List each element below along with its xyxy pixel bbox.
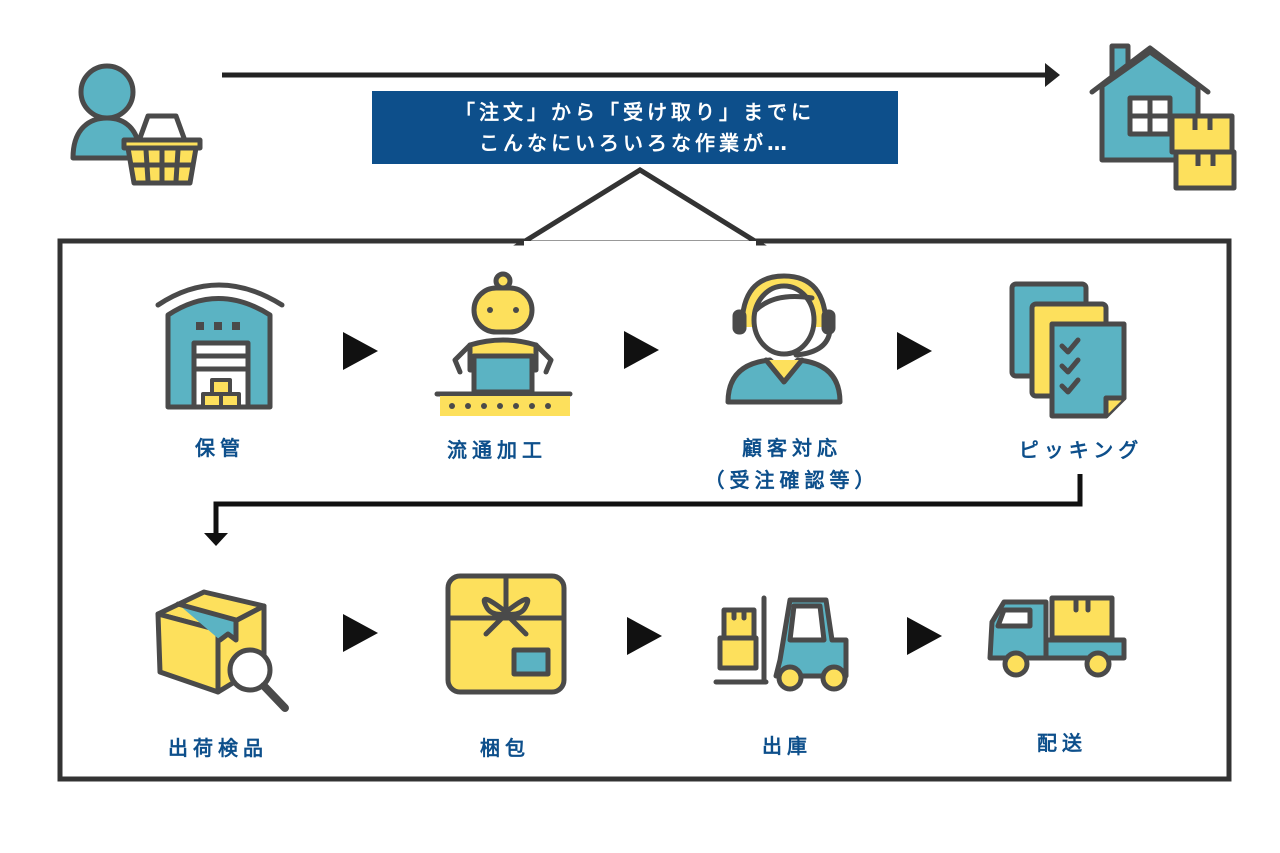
customer-basket-icon — [70, 63, 203, 186]
row-connector-arrow — [204, 474, 1083, 546]
step-label-delivery: 配送 — [1037, 731, 1087, 755]
step-arrow — [343, 614, 378, 652]
step-label-packing: 梱包 — [480, 736, 530, 760]
robot-conveyor-icon — [434, 271, 573, 416]
banner-line-1: 「注文」から「受け取り」までに — [455, 99, 815, 124]
step-label-customer-service: 顧客対応 （受注確認等） — [705, 432, 880, 496]
step-label-customer-service-main: 顧客対応 — [742, 436, 842, 460]
house-icon — [1089, 43, 1237, 191]
step-label-customer-service-sub: （受注確認等） — [704, 468, 880, 492]
delivery-truck-icon — [987, 595, 1127, 678]
step-label-storage: 保管 — [195, 436, 245, 460]
step-arrow — [897, 332, 932, 370]
top-flow-arrow — [222, 63, 1060, 87]
operator-headset-icon — [725, 273, 843, 405]
banner-line-2: こんなにいろいろな作業が… — [479, 130, 791, 155]
box-magnifier-icon — [155, 589, 289, 712]
step-label-inspection: 出荷検品 — [168, 736, 268, 760]
intro-banner: 「注文」から「受け取り」までに こんなにいろいろな作業が… — [372, 91, 898, 164]
step-arrow — [627, 617, 662, 655]
step-label-picking: ピッキング — [1018, 438, 1144, 462]
gift-package-icon — [445, 573, 567, 695]
step-arrow — [907, 617, 942, 655]
forklift-icon — [713, 595, 849, 692]
warehouse-icon — [155, 282, 285, 410]
step-label-shipping-out: 出庫 — [762, 734, 812, 758]
checklist-documents-icon — [1009, 281, 1127, 419]
step-arrow — [343, 332, 378, 370]
callout-tail — [513, 167, 767, 246]
step-label-processing: 流通加工 — [447, 438, 547, 462]
step-arrow — [624, 331, 659, 369]
